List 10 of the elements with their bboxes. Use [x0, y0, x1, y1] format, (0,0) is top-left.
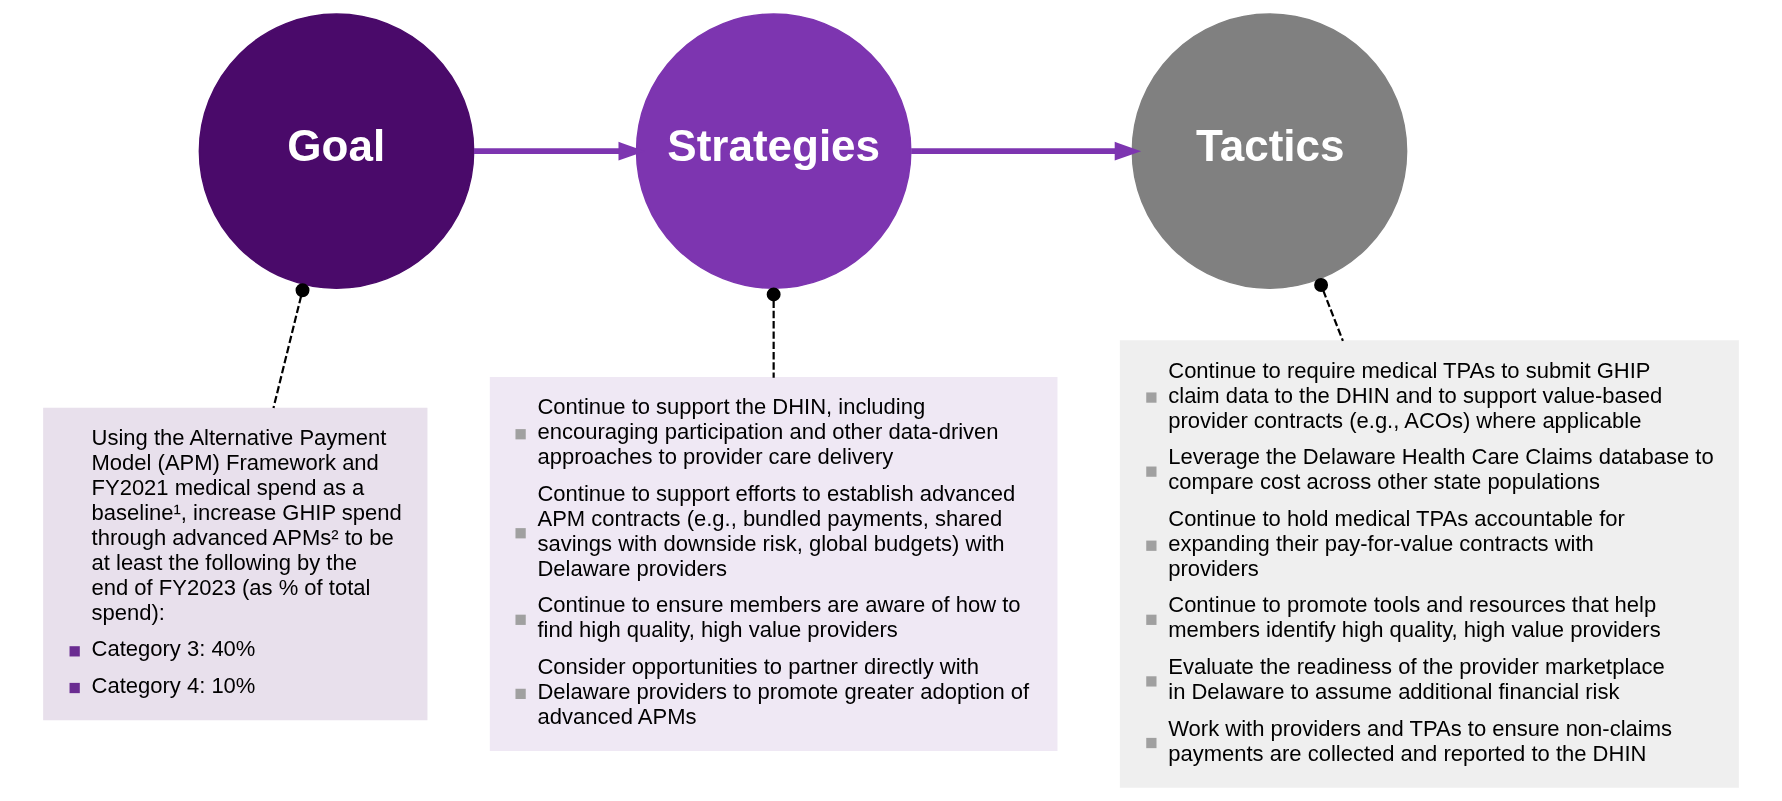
connector — [766, 287, 781, 378]
connector — [272, 283, 310, 409]
node-box: Using the Alternative Payment Model (APM) Framework and FY2021 medical spend as a baseline¹, increase GHIP spend through advanced APMs² to be at least the following by the end of FY2023 (as % of total spend): Category 3: 40% Category 4: 10% — [43, 407, 428, 721]
node-circle: Goal — [198, 13, 475, 289]
node-box: Continue to require medical TPAs to submit GHIP claim data to the DHIN and to support value-based provider contracts (e.g., ACOs) where applicable Leverage the Delaware Health Care Claims database to compare cost across other state populations Continue to hold medical TPAs accountable for expanding their pay-for-value contracts with providers Continue to promote tools and resources that help members identify high quality, high value providers Evaluate the readiness of the provider marketplace in Delaware to assume additional financial risk Work with providers and TPAs to ensure non-claims payments are collected and reported to the DHIN — [1119, 340, 1739, 788]
arrow — [911, 141, 1142, 161]
node-circle: Tactics — [1131, 13, 1408, 289]
node-box: Continue to support the DHIN, including encouraging participation and other data-driven approaches to provider care delivery Continue to support efforts to establish advanced APM contracts (e.g., bundled payments, shared savings with downside risk, global budgets) with Delaware providers Continue to ensure members are aware of how to find high quality, high value providers Consider opportunities to partner directly with Delaware providers to promote greater adoption of advanced APMs — [489, 377, 1058, 752]
node-circle: Strategies — [635, 13, 912, 289]
connector — [1314, 278, 1344, 342]
